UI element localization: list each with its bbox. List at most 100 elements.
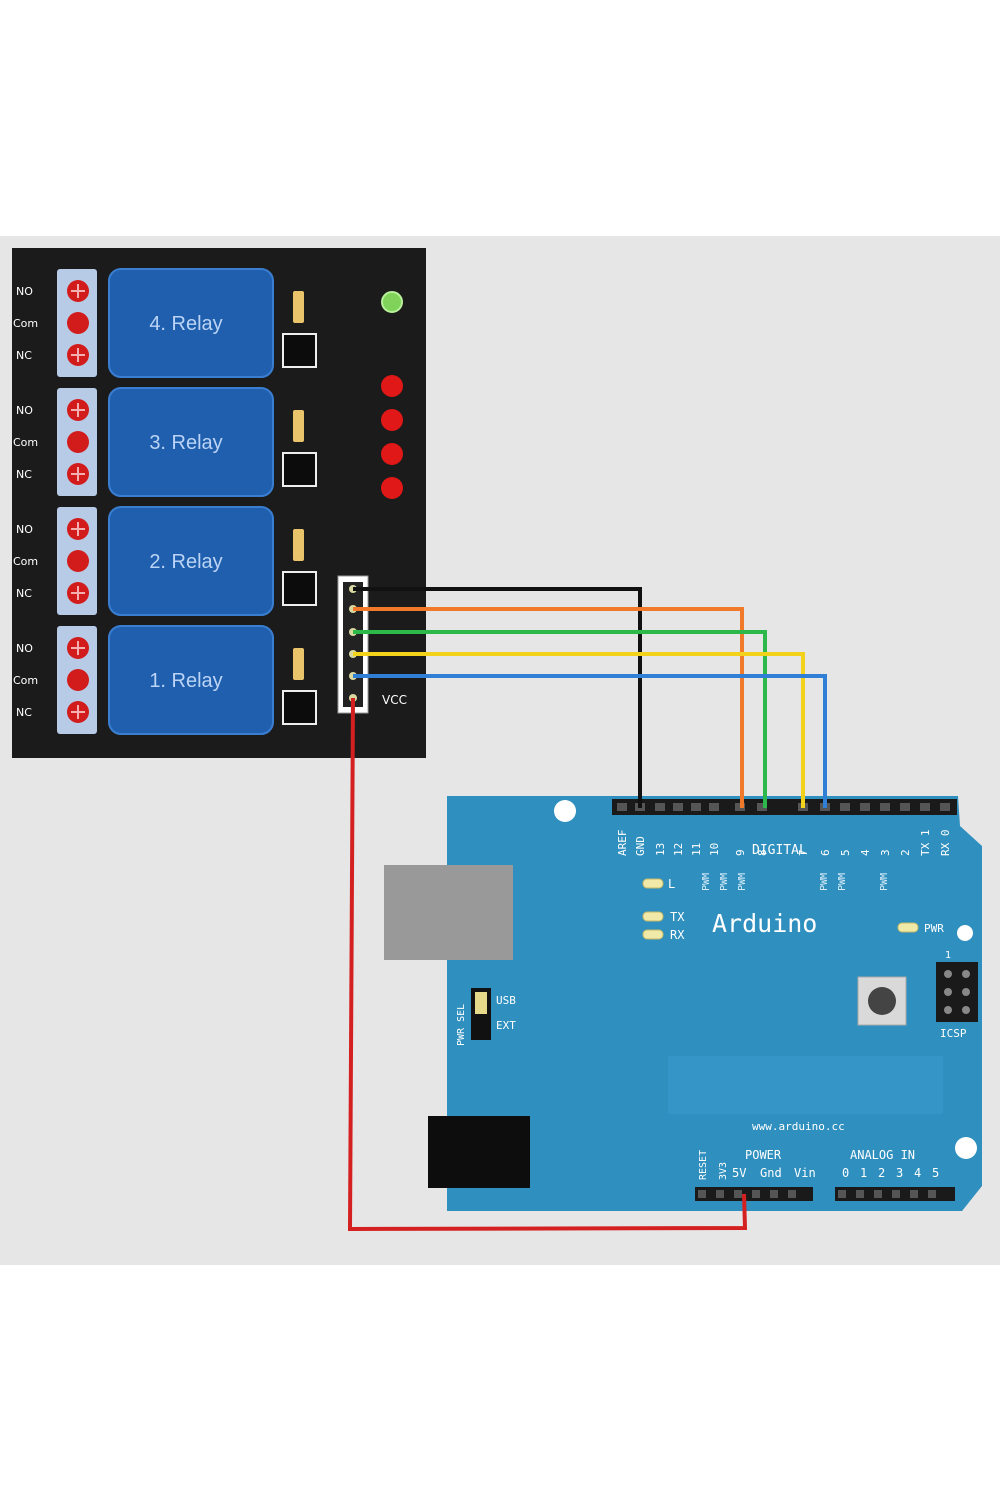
gnd-wire bbox=[353, 587, 642, 808]
relay-3-body bbox=[108, 387, 274, 497]
relay-2-resistor bbox=[293, 529, 304, 561]
relay-row-3: NO Com NC 3. Relay bbox=[13, 387, 317, 497]
icsp-label: ICSP bbox=[940, 1027, 967, 1040]
ext-label: EXT bbox=[496, 1019, 516, 1032]
led-rx bbox=[642, 929, 664, 940]
digital-socket bbox=[655, 803, 665, 811]
relay-led-4 bbox=[381, 375, 403, 397]
in2-wire bbox=[353, 630, 767, 808]
power-pin-gnd-label: Gnd bbox=[760, 1166, 782, 1180]
relay-3-label: 3. Relay bbox=[149, 432, 222, 454]
digital-socket bbox=[900, 803, 910, 811]
pwm-label-3: PWM bbox=[879, 873, 890, 891]
analog-pin-label: 0 bbox=[842, 1166, 849, 1180]
pwm-label-10: PWM bbox=[719, 873, 730, 891]
digital-socket bbox=[709, 803, 719, 811]
analog-pin-label: 1 bbox=[860, 1166, 867, 1180]
digital-pin-label: 11 bbox=[690, 843, 703, 856]
icsp-pin1-label: 1 bbox=[945, 950, 951, 961]
relay-3-resistor bbox=[293, 410, 304, 442]
bottom-socket bbox=[892, 1190, 900, 1198]
terminal-com bbox=[67, 312, 89, 334]
mount-hole bbox=[955, 1137, 977, 1159]
relay-4-resistor bbox=[293, 291, 304, 323]
label-nc: NC bbox=[16, 706, 32, 719]
led-tx bbox=[642, 911, 664, 922]
pwm-label-5: PWM bbox=[837, 873, 848, 891]
relay-2-body bbox=[108, 506, 274, 616]
digital-pin-label: 13 bbox=[654, 843, 667, 856]
relay-1-transistor bbox=[282, 690, 317, 725]
relay-2-label: 2. Relay bbox=[149, 551, 222, 573]
digital-label: DIGITAL bbox=[752, 843, 807, 858]
pwm-label-9: PWM bbox=[737, 873, 748, 891]
led-tx-label: TX bbox=[670, 910, 685, 924]
input-header-body bbox=[343, 582, 363, 707]
jumper-cap bbox=[475, 992, 487, 1014]
diagram-canvas: NO Com NC 4. Relay NO Com NC 3. Relay bbox=[0, 236, 1000, 1265]
icsp-header bbox=[936, 962, 978, 1022]
terminal-no bbox=[67, 518, 89, 540]
power-led bbox=[381, 291, 403, 313]
pwm-label-6: PWM bbox=[819, 873, 830, 891]
terminal-nc bbox=[67, 582, 89, 604]
bottom-socket bbox=[734, 1190, 742, 1198]
in3-wire bbox=[353, 652, 805, 808]
label-com: Com bbox=[13, 555, 38, 568]
arduino-logo-text: Arduino bbox=[712, 909, 817, 938]
label-com: Com bbox=[13, 317, 38, 330]
digital-socket bbox=[940, 803, 950, 811]
label-com: Com bbox=[13, 436, 38, 449]
digital-pin-label: AREF bbox=[616, 830, 629, 857]
digital-socket bbox=[860, 803, 870, 811]
usb-label: USB bbox=[496, 994, 516, 1007]
led-l bbox=[642, 878, 664, 889]
relay-2-transistor bbox=[282, 571, 317, 606]
digital-pin-label: 3 bbox=[879, 849, 892, 856]
relay-row-4: NO Com NC 4. Relay bbox=[13, 268, 317, 378]
bottom-socket bbox=[838, 1190, 846, 1198]
bottom-socket bbox=[910, 1190, 918, 1198]
bottom-socket bbox=[716, 1190, 724, 1198]
led-l-label: L bbox=[668, 877, 675, 891]
label-nc: NC bbox=[16, 468, 32, 481]
power-label: POWER bbox=[745, 1148, 782, 1162]
digital-pin-label: 4 bbox=[859, 849, 872, 856]
terminal-com bbox=[67, 550, 89, 572]
led-pwr-label: PWR bbox=[924, 922, 944, 935]
bottom-socket bbox=[752, 1190, 760, 1198]
relay-row-2: NO Com NC 2. Relay bbox=[13, 506, 317, 616]
label-no: NO bbox=[16, 285, 33, 298]
digital-pin-label: 6 bbox=[819, 849, 832, 856]
relay-4-transistor bbox=[282, 333, 317, 368]
wires bbox=[347, 587, 827, 1232]
relay-row-1: NO Com NC 1. Relay bbox=[13, 625, 317, 735]
digital-pin-label: TX 1 bbox=[919, 830, 932, 857]
website-label: www.arduino.cc bbox=[752, 1120, 845, 1133]
label-nc: NC bbox=[16, 587, 32, 600]
reset-label: RESET bbox=[698, 1150, 709, 1180]
usb-connector bbox=[384, 865, 513, 960]
relay-1-resistor bbox=[293, 648, 304, 680]
relay-1-label: 1. Relay bbox=[149, 670, 222, 692]
terminal-no bbox=[67, 637, 89, 659]
terminal-no bbox=[67, 280, 89, 302]
bottom-socket bbox=[856, 1190, 864, 1198]
reset-button-cap bbox=[868, 987, 896, 1015]
mount-hole bbox=[554, 800, 576, 822]
digital-pin-label: 7 bbox=[797, 849, 810, 856]
digital-socket bbox=[757, 803, 767, 811]
label-nc: NC bbox=[16, 349, 32, 362]
led-rx-label: RX bbox=[670, 928, 685, 942]
relay-4-body bbox=[108, 268, 274, 378]
led-pwr bbox=[897, 922, 919, 933]
dc-power-jack bbox=[428, 1116, 530, 1188]
mount-hole bbox=[957, 925, 973, 941]
digital-pin-label: 12 bbox=[672, 843, 685, 856]
relay-module: NO Com NC 4. Relay NO Com NC 3. Relay bbox=[12, 248, 426, 758]
digital-socket bbox=[840, 803, 850, 811]
bottom-socket bbox=[788, 1190, 796, 1198]
label-no: NO bbox=[16, 523, 33, 536]
